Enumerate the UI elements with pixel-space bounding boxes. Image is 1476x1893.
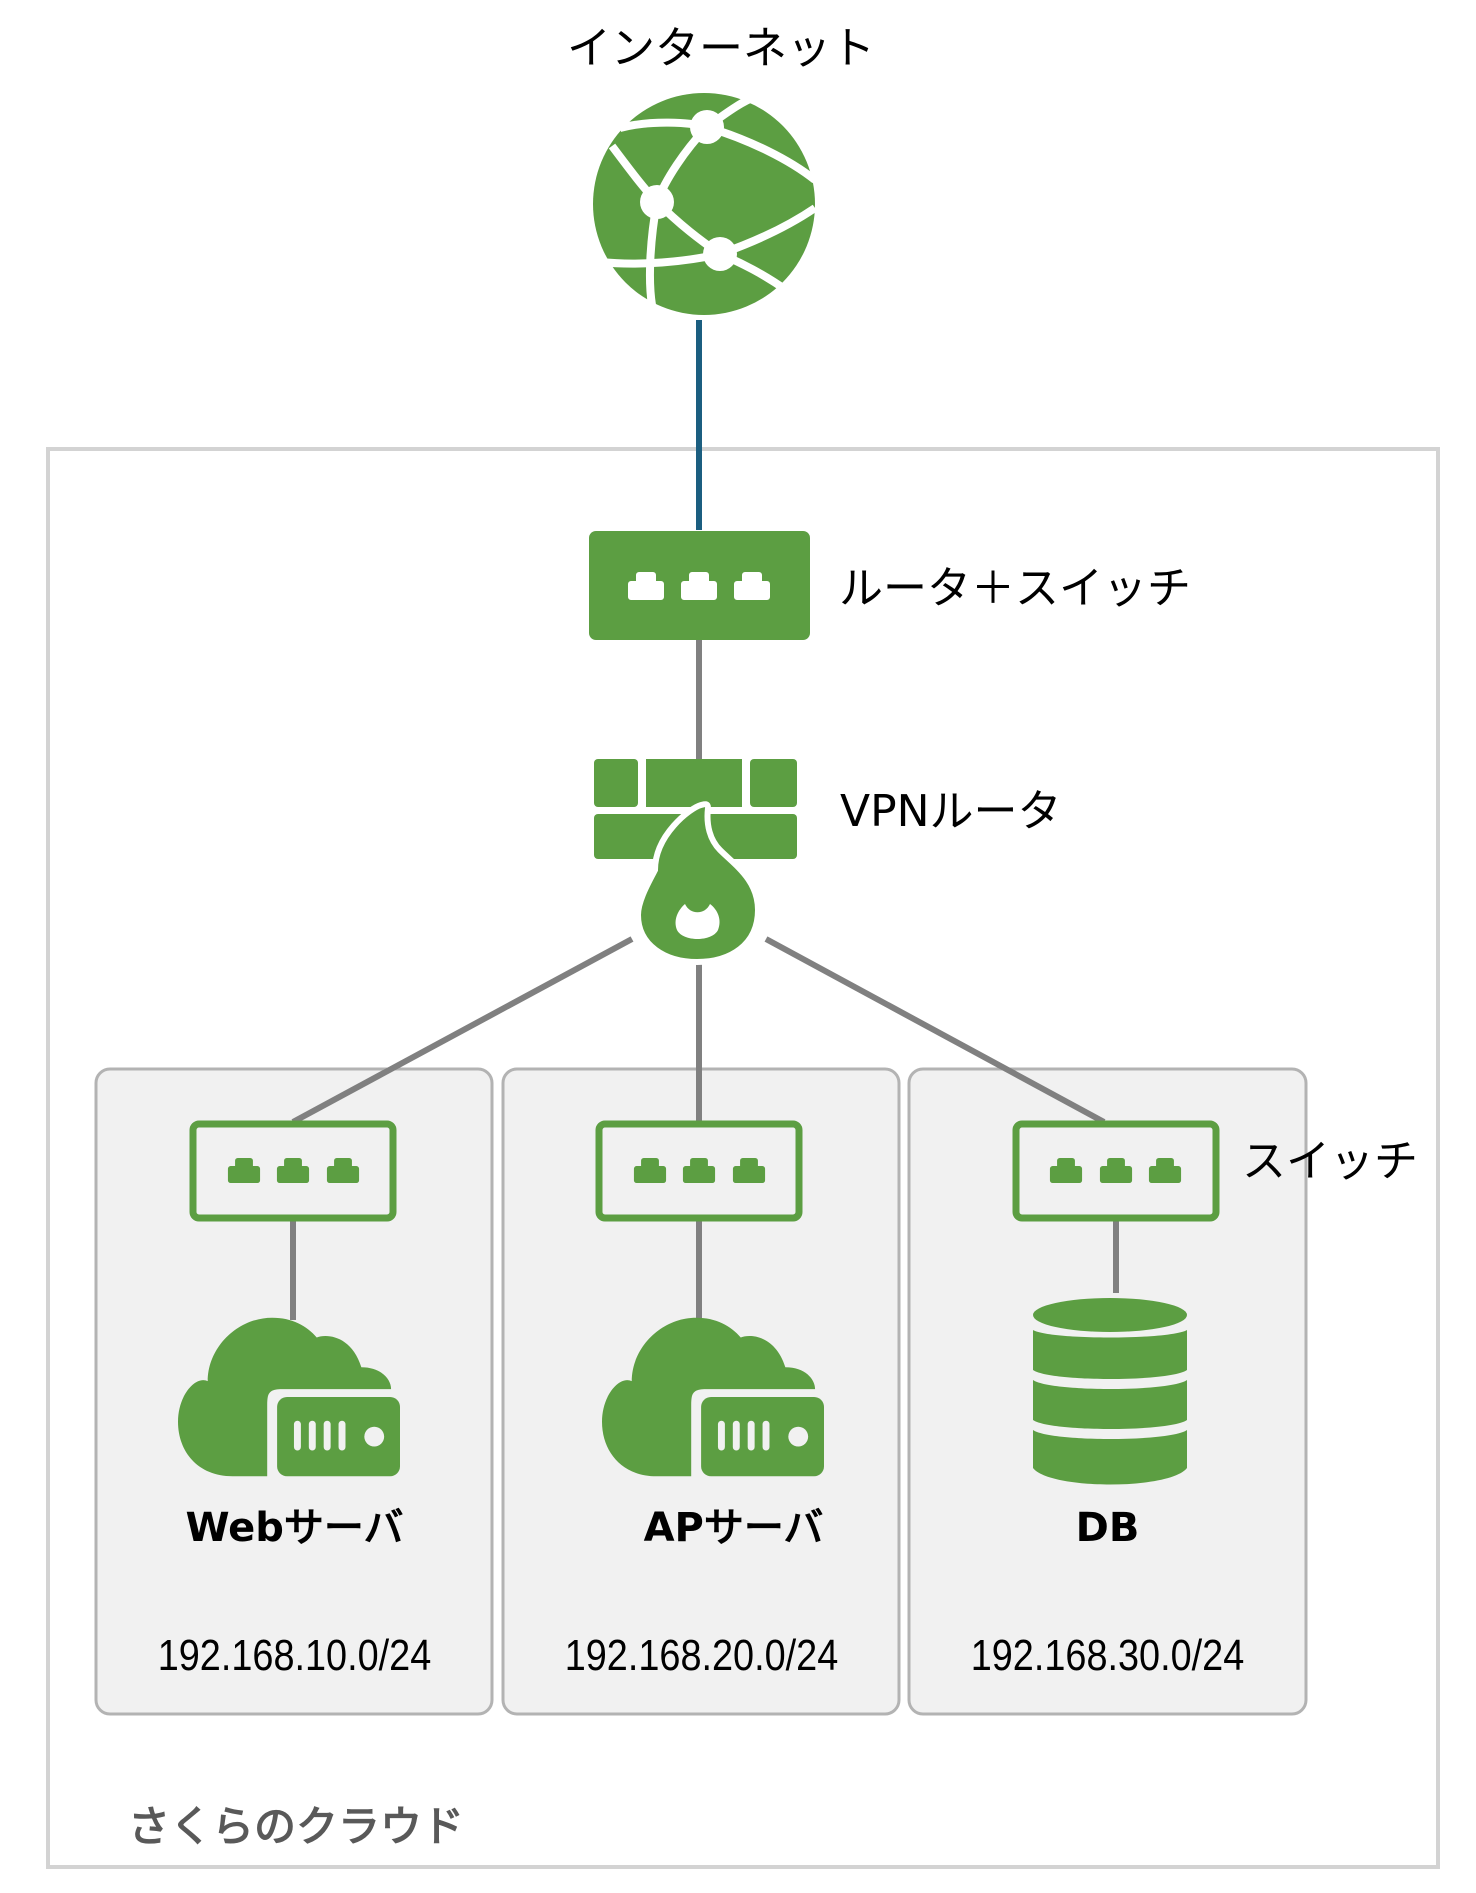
switch-label: スイッチ [1242, 1136, 1418, 1187]
switch-icon-ap [595, 1120, 803, 1222]
subnet-box-web [94, 1067, 494, 1716]
subnet-cidr-ap: 192.168.20.0/24 [564, 1631, 839, 1680]
router-switch-label: ルータ＋スイッチ [839, 563, 1191, 614]
database-icon [1033, 1298, 1187, 1485]
subnet-cidr-db: 192.168.30.0/24 [970, 1631, 1245, 1680]
router-switch-icon [589, 531, 810, 640]
globe-network-icon [593, 93, 818, 315]
vpn-to-db-switch-line [764, 936, 1106, 1125]
switch-icon-db [1012, 1120, 1220, 1222]
subnet-name-db: DB [1075, 1505, 1140, 1551]
subnet-name-web: Webサーバ [185, 1505, 404, 1551]
firewall-icon [594, 759, 797, 966]
vpn-to-web-switch-line [291, 936, 634, 1125]
connectors [290, 320, 1119, 1320]
vpn-router-label: VPNルータ [840, 786, 1062, 837]
switch-icon-web [189, 1120, 397, 1222]
subnet-boxes [94, 1067, 1308, 1716]
zone-label: さくらのクラウド [128, 1802, 465, 1851]
subnet-name-ap: APサーバ [643, 1505, 824, 1551]
internet-label: インターネット [567, 23, 875, 74]
subnet-cidr-web: 192.168.10.0/24 [157, 1631, 432, 1680]
